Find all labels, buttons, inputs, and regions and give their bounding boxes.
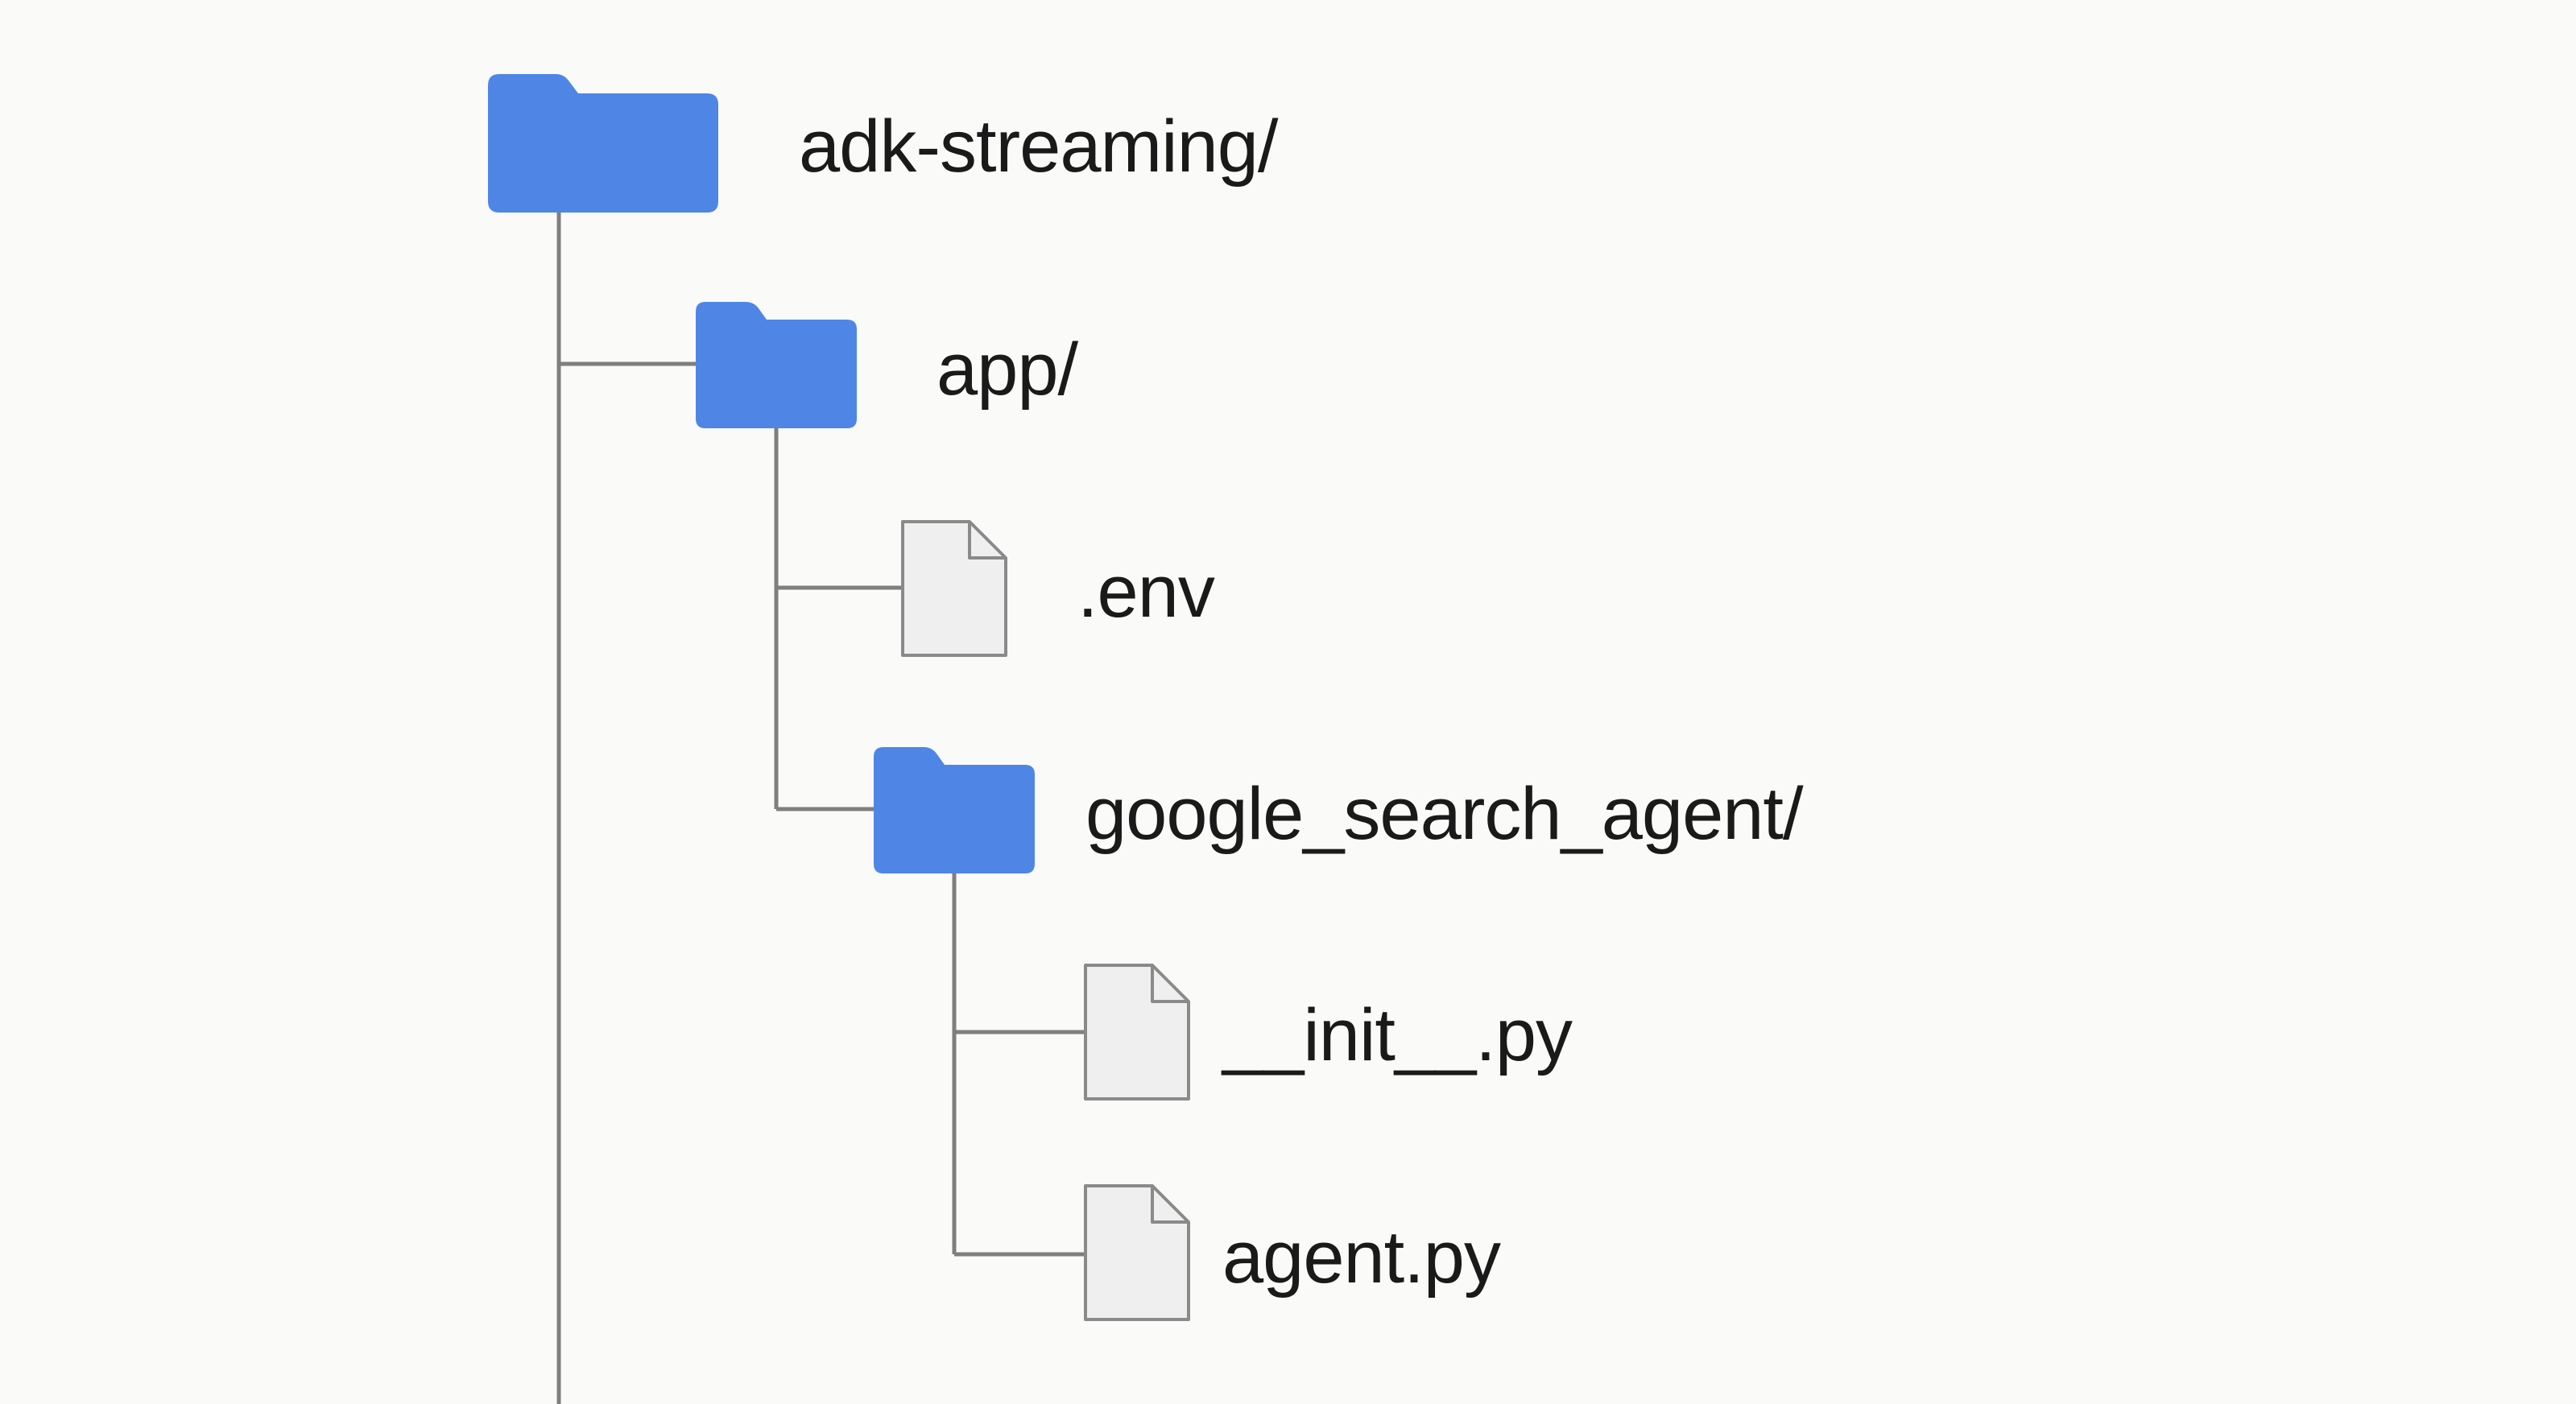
folder-icon — [696, 302, 857, 428]
folder-icon — [488, 74, 718, 213]
node-label-agent-py: agent.py — [1222, 1216, 1501, 1299]
node-label-google-search-agent: google_search_agent/ — [1085, 773, 1804, 855]
file-icon — [1084, 1184, 1190, 1321]
folder-icon — [874, 747, 1035, 873]
node-label-env: .env — [1077, 551, 1215, 633]
file-icon — [1084, 964, 1190, 1100]
file-icon — [901, 520, 1007, 657]
node-label-app: app/ — [937, 328, 1078, 411]
node-label-adk-streaming: adk-streaming/ — [799, 105, 1278, 188]
node-label-init-py: __init__.py — [1222, 994, 1573, 1076]
